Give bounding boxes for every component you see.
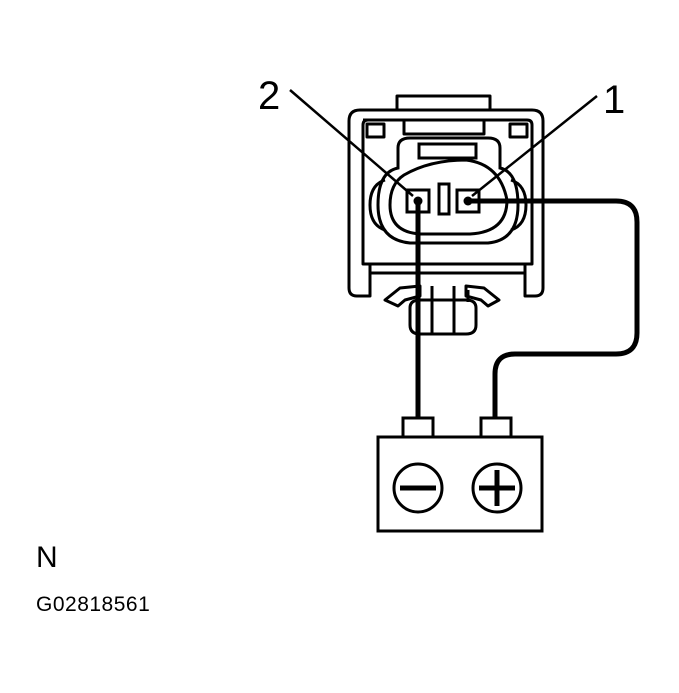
leader-lines xyxy=(289,89,598,197)
minus-icon xyxy=(392,462,444,514)
pin-label-2: 2 xyxy=(258,74,280,118)
plus-icon xyxy=(471,462,523,514)
figure-code: G02818561 xyxy=(36,593,151,616)
battery-positive-post xyxy=(479,416,513,440)
wire-positive xyxy=(465,198,640,423)
pin-label-1: 1 xyxy=(603,78,625,122)
connector-face xyxy=(368,136,528,245)
leader-line-2 xyxy=(289,89,414,197)
battery-negative-post xyxy=(401,416,435,440)
wires xyxy=(415,198,640,423)
note-label: N xyxy=(36,541,58,574)
leader-line-1 xyxy=(471,95,598,197)
battery xyxy=(376,416,544,533)
connector-latch xyxy=(383,284,501,336)
